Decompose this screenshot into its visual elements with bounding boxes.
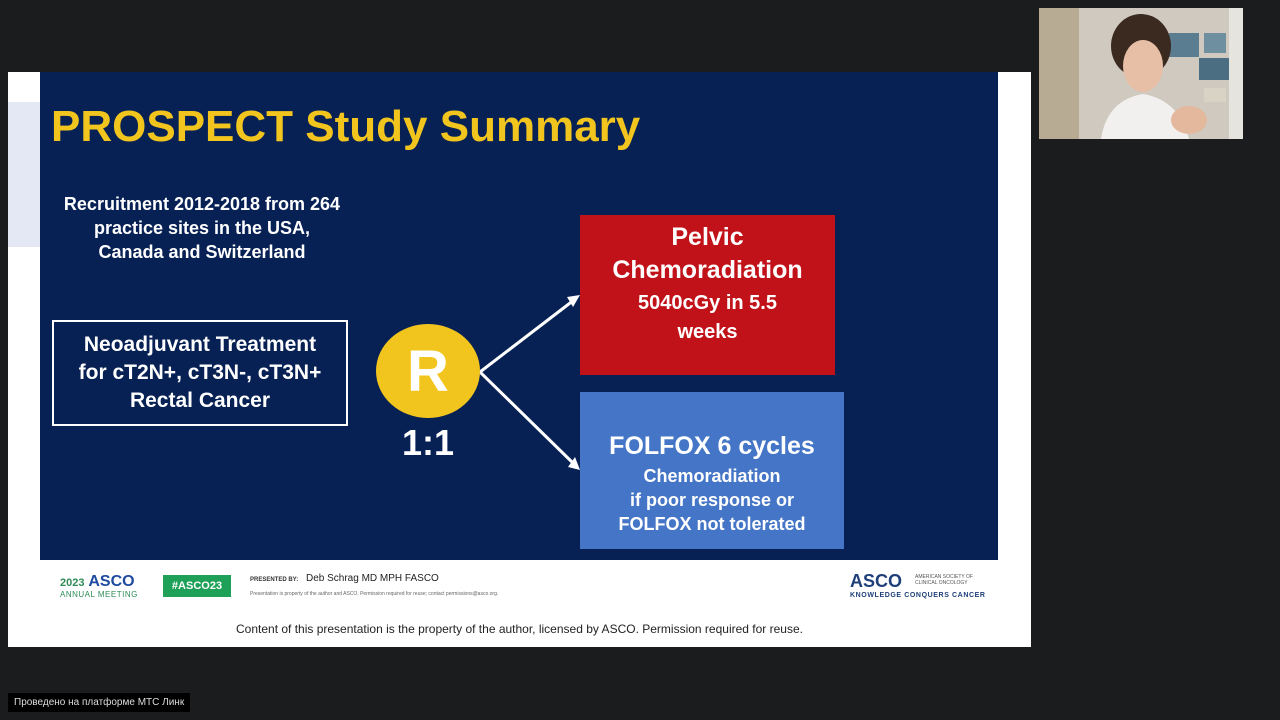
- recruitment-text: Recruitment 2012-2018 from 264 practice …: [63, 194, 341, 262]
- meeting-year: 2023: [60, 577, 85, 589]
- pelvic-title: Pelvic Chemoradiation: [612, 223, 803, 284]
- speaker-webcam[interactable]: [1039, 8, 1243, 139]
- slide-left-strip: [8, 102, 40, 247]
- presented-by-label: PRESENTED BY:: [250, 577, 299, 583]
- arrowhead-folfox: [568, 457, 580, 470]
- slide-frame: PROSPECT Study Summary Recruitment 2012-…: [8, 72, 1031, 647]
- annual-meeting-label: ANNUAL MEETING: [60, 590, 138, 599]
- randomization-arrows: [478, 295, 580, 470]
- pelvic-detail: 5040cGy in 5.5 weeks: [638, 292, 777, 343]
- footer-disclaimer: Presentation is property of the author a…: [250, 591, 499, 597]
- arrowhead-pelvic: [567, 295, 580, 307]
- webcam-image: [1039, 8, 1243, 139]
- presenter-name: Deb Schrag MD MPH FASCO: [306, 573, 439, 584]
- arrow-to-folfox: [478, 370, 576, 466]
- folfox-box: FOLFOX 6 cycles Chemoradiation if poor r…: [580, 392, 844, 549]
- content-notice: Content of this presentation is the prop…: [236, 622, 803, 636]
- arrow-to-pelvic: [479, 298, 575, 374]
- neoadjuvant-box: Neoadjuvant Treatment for cT2N+, cT3N-, …: [52, 320, 348, 426]
- pelvic-chemoradiation-box: Pelvic Chemoradiation 5040cGy in 5.5 wee…: [580, 215, 835, 375]
- asco-logo-text: ASCO: [88, 573, 135, 590]
- asco-society-logo: ASCO: [850, 571, 903, 591]
- randomization-circle: R: [376, 324, 480, 418]
- folfox-detail: Chemoradiation if poor response or FOLFO…: [618, 466, 806, 534]
- hashtag-badge: #ASCO23: [163, 575, 231, 597]
- asco-annual-logo: 2023 ASCO: [60, 573, 135, 591]
- asco-society-name: AMERICAN SOCIETY OF CLINICAL ONCOLOGY: [915, 574, 973, 586]
- folfox-title: FOLFOX 6 cycles: [609, 432, 815, 460]
- platform-badge: Проведено на платформе МТС Линк: [8, 693, 191, 712]
- slide-title: PROSPECT Study Summary: [51, 102, 641, 151]
- ratio-label: 1:1: [401, 422, 455, 463]
- slide-footer: 2023 ASCO ANNUAL MEETING #ASCO23 PRESENT…: [8, 560, 1031, 612]
- knowledge-tagline: KNOWLEDGE CONQUERS CANCER: [850, 592, 986, 599]
- slide-body: PROSPECT Study Summary Recruitment 2012-…: [40, 72, 998, 560]
- randomization-letter: R: [407, 338, 449, 404]
